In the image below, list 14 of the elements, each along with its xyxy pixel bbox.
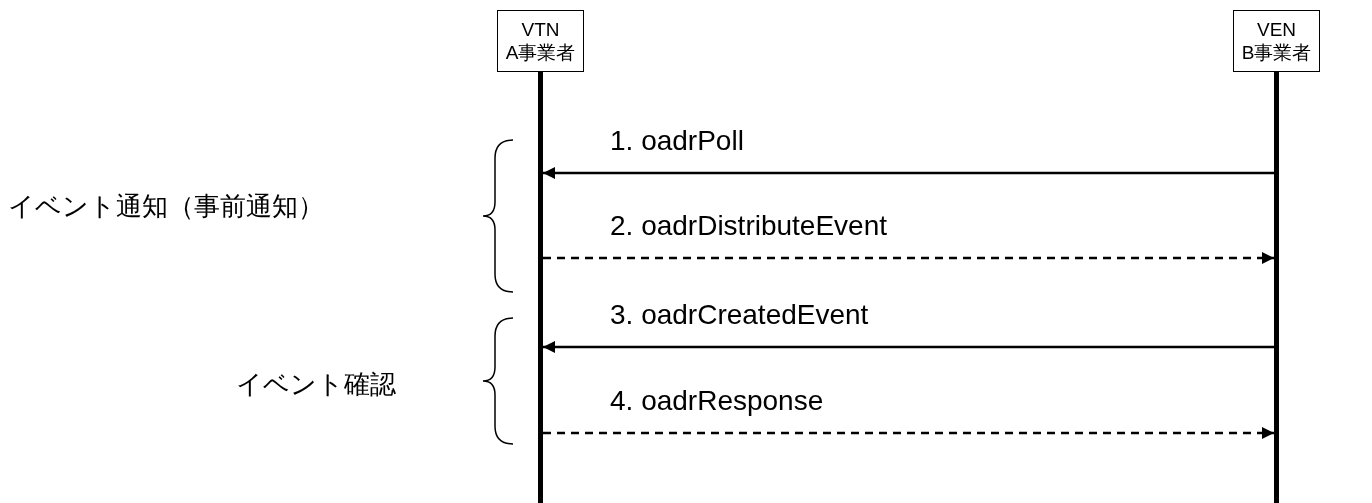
participant-box (497, 10, 584, 72)
message-arrow (543, 427, 1274, 439)
phase-label: イベント通知（事前通知） (8, 190, 324, 222)
phase-label: イベント確認 (236, 368, 396, 400)
message-arrow (543, 167, 1274, 179)
participant-box (1233, 10, 1320, 72)
participant-name: VEN (1256, 18, 1297, 41)
participant-name: A事業者 (505, 41, 576, 64)
participant-name: B事業者 (1241, 41, 1312, 64)
lifeline (538, 72, 543, 503)
message-arrow (543, 252, 1274, 264)
lifeline (1274, 72, 1279, 503)
participant-name: VTN (521, 18, 560, 41)
message-arrow (543, 341, 1274, 353)
